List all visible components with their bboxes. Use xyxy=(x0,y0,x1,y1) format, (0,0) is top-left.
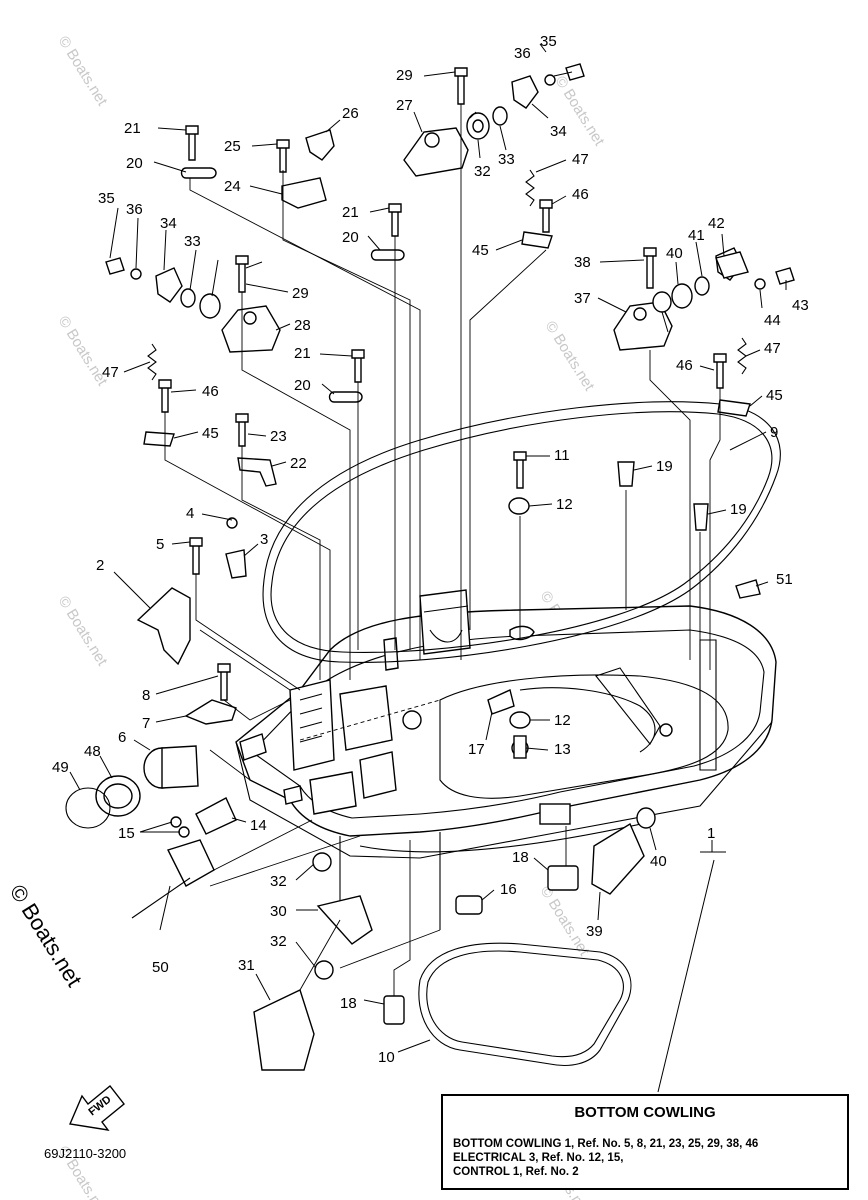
watermark: © Boats.net xyxy=(55,593,112,669)
callout-31: 31 xyxy=(238,957,255,974)
callout-18: 18 xyxy=(340,995,357,1012)
callout-4: 4 xyxy=(186,505,194,522)
callout-47: 47 xyxy=(102,364,119,381)
callout-29: 29 xyxy=(292,285,309,302)
callout-10: 10 xyxy=(378,1049,395,1066)
callout-39: 39 xyxy=(586,923,603,940)
callout-11: 11 xyxy=(554,447,570,464)
callout-37: 37 xyxy=(574,290,591,307)
callout-46: 46 xyxy=(676,357,693,374)
watermark: © Boats.net xyxy=(542,318,599,394)
callout-32: 32 xyxy=(270,873,287,890)
hardware-parts xyxy=(65,63,795,1071)
callout-32: 32 xyxy=(474,163,491,180)
callout-51: 51 xyxy=(776,571,793,588)
callout-26: 26 xyxy=(342,105,359,122)
callout-24: 24 xyxy=(224,178,241,195)
callout-14: 14 xyxy=(250,817,267,834)
callout-45: 45 xyxy=(472,242,489,259)
callout-21: 21 xyxy=(342,204,359,221)
callout-48: 48 xyxy=(84,743,101,760)
callout-3: 3 xyxy=(260,531,268,548)
callout-46: 46 xyxy=(572,186,589,203)
callout-19: 19 xyxy=(730,501,747,518)
callout-15: 15 xyxy=(118,825,135,842)
callout-1: 1 xyxy=(707,825,715,842)
legend-box: BOTTOM COWLING BOTTOM COWLING 1, Ref. No… xyxy=(441,1094,849,1190)
callout-7: 7 xyxy=(142,715,150,732)
callout-18: 18 xyxy=(512,849,529,866)
callout-36: 36 xyxy=(126,201,143,218)
callout-12: 12 xyxy=(554,712,571,729)
callout-9: 9 xyxy=(770,424,778,441)
callout-44: 44 xyxy=(764,312,781,329)
callout-17: 17 xyxy=(468,741,485,758)
callout-45: 45 xyxy=(766,387,783,404)
watermark: © Boats.net xyxy=(55,33,112,109)
seal-part-10 xyxy=(418,942,632,1067)
callout-35: 35 xyxy=(540,33,557,50)
legend-row: CONTROL 1, Ref. No. 2 xyxy=(453,1166,579,1178)
fwd-arrow: FWD xyxy=(69,1085,125,1131)
callout-20: 20 xyxy=(126,155,143,172)
callout-36: 36 xyxy=(514,45,531,62)
callout-25: 25 xyxy=(224,138,241,155)
callout-29: 29 xyxy=(396,67,413,84)
callout-21: 21 xyxy=(294,345,311,362)
callout-49: 49 xyxy=(52,759,69,776)
callout-42: 42 xyxy=(708,215,725,232)
callout-34: 34 xyxy=(160,215,177,232)
callout-45: 45 xyxy=(202,425,219,442)
callout-28: 28 xyxy=(294,317,311,334)
callout-20: 20 xyxy=(342,229,359,246)
callouts: 1 2 3 4 5 6 7 8 9 10 11 12 12 13 14 15 1… xyxy=(52,33,809,1066)
callout-27: 27 xyxy=(396,97,413,114)
legend-title: BOTTOM COWLING xyxy=(574,1104,716,1121)
callout-2: 2 xyxy=(96,557,104,574)
callout-32: 32 xyxy=(270,933,287,950)
callout-21: 21 xyxy=(124,120,141,137)
callout-6: 6 xyxy=(118,729,126,746)
callout-41: 41 xyxy=(688,227,705,244)
callout-33: 33 xyxy=(184,233,201,250)
bottom-cowling-body xyxy=(235,589,777,930)
callout-43: 43 xyxy=(792,297,809,314)
callout-34: 34 xyxy=(550,123,567,140)
leader-lines xyxy=(69,43,787,1093)
callout-50: 50 xyxy=(152,959,169,976)
reference-lines xyxy=(164,104,721,996)
callout-40: 40 xyxy=(666,245,683,262)
callout-5: 5 xyxy=(156,536,164,553)
callout-38: 38 xyxy=(574,254,591,271)
callout-33: 33 xyxy=(498,151,515,168)
callout-47: 47 xyxy=(572,151,589,168)
callout-19: 19 xyxy=(656,458,673,475)
callout-35: 35 xyxy=(98,190,115,207)
callout-22: 22 xyxy=(290,455,307,472)
diagram-code: 69J2110-3200 xyxy=(44,1146,127,1161)
callout-47: 47 xyxy=(764,340,781,357)
callout-16: 16 xyxy=(500,881,517,898)
legend-row: BOTTOM COWLING 1, Ref. No. 5, 8, 21, 23,… xyxy=(453,1138,759,1150)
callout-30: 30 xyxy=(270,903,287,920)
callout-23: 23 xyxy=(270,428,287,445)
callout-46: 46 xyxy=(202,383,219,400)
callout-20: 20 xyxy=(294,377,311,394)
callout-12: 12 xyxy=(556,496,573,513)
callout-8: 8 xyxy=(142,687,150,704)
legend-row: ELECTRICAL 3, Ref. No. 12, 15, xyxy=(453,1152,624,1164)
callout-13: 13 xyxy=(554,741,571,758)
callout-40: 40 xyxy=(650,853,667,870)
